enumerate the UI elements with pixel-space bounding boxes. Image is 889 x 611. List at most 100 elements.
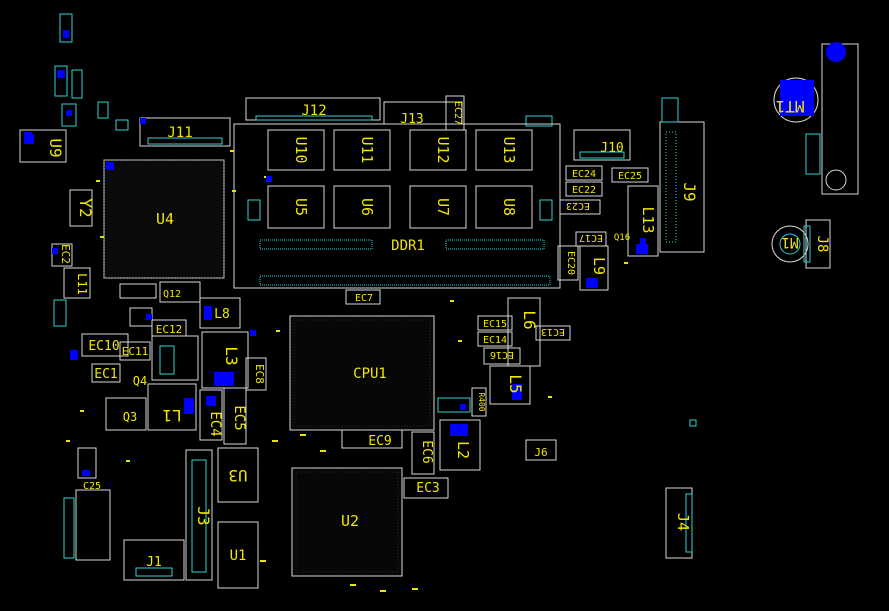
label-ec11: EC11 [122,345,149,358]
label-ec10: EC10 [88,339,119,354]
label-ec3: EC3 [416,481,439,496]
connector-j8: J8 [803,219,831,269]
label-u1: U1 [230,548,247,564]
label-j6: J6 [534,446,547,459]
label-u13: U13 [500,136,518,163]
label-q12: Q12 [163,289,181,300]
label-ec24: EC24 [572,169,596,180]
component-l1: L1 [147,383,197,431]
label-u2: U2 [341,512,359,530]
label-l13: L13 [639,206,657,233]
connector-j10: J10 [573,129,631,161]
label-u9: U9 [46,138,65,157]
label-ec15: EC15 [483,319,507,330]
label-q16: Q16 [614,233,630,243]
mounting-hole-mt1: MT1 [773,42,859,195]
label-ec5: EC5 [231,405,247,430]
component-m1: M1 [771,225,809,263]
label-u8: U8 [500,198,518,216]
label-ec8: EC8 [253,364,266,384]
label-ec4: EC4 [207,411,223,436]
label-j12: J12 [301,103,326,119]
connector-j12: J12 [245,97,381,121]
label-ec6: EC6 [419,440,434,463]
label-ec13: EC13 [541,326,565,337]
connector-j9: J9 [659,97,705,253]
connector-j11: J11 [139,117,231,147]
label-ec14: EC14 [483,335,507,346]
label-l5: L5 [506,374,525,393]
label-cpu1: CPU1 [353,366,387,382]
top-left-small-parts [54,13,129,131]
label-ec22: EC22 [572,185,596,196]
label-ec2: EC2 [59,244,72,264]
right-mid-cap-group: EC15 EC14 L6 EC13 EC16 L5 [477,297,571,405]
component-cpu1: CPU1 EC7 [289,289,435,431]
ec6-ec3-region: EC6 EC3 [403,431,449,499]
label-j1: J1 [146,555,162,570]
label-l3: L3 [222,346,241,365]
connector-j6: J6 [525,439,557,461]
label-l8: L8 [214,307,230,322]
label-ec12: EC12 [156,323,183,336]
label-mt1: MT1 [776,97,805,116]
ec10-ec11-region: EC10 EC11 EC1 [70,333,151,383]
label-l9: L9 [590,257,608,275]
label-ec23: EC23 [566,200,590,211]
label-ec1: EC1 [94,367,117,382]
label-l11: L11 [75,273,89,295]
label-u12: U12 [434,136,452,163]
label-ec9: EC9 [368,434,391,449]
label-q3: Q3 [123,410,137,424]
label-j9: J9 [680,182,699,201]
label-j11: J11 [167,125,192,141]
label-u5: U5 [292,198,310,216]
ddr-memory-module: DDR1 U10 U11 U12 U13 U5 U6 U7 U8 [233,123,561,289]
label-ec20: EC20 [565,251,576,275]
q12-region: Q12 EC12 [119,281,201,337]
c25-lower-left-inductor: C25 [63,447,111,561]
label-j8: J8 [814,236,830,253]
label-l1: L1 [162,406,181,425]
component-l8: L8 [199,297,241,329]
label-j3: J3 [194,506,213,525]
label-u7: U7 [434,198,452,216]
label-l6: L6 [520,310,539,329]
label-j10: J10 [600,141,623,156]
label-u4: U4 [156,210,174,228]
connector-j3: J3 [185,449,213,581]
component-u4: U4 [103,159,225,279]
component-y2: Y2 [69,189,95,227]
component-u3: U3 [217,447,259,503]
label-ec27: EC27 [452,101,463,125]
label-ec7: EC7 [355,293,373,304]
component-l3: L3 [201,331,249,389]
label-y2: Y2 [76,198,95,217]
ec-stack-right: EC24 EC22 EC25 EC23 EC17 EC20 [557,165,649,281]
label-u6: U6 [358,198,376,216]
ec4-ec5-region: EC4 EC5 [199,387,247,445]
label-ec17: EC17 [579,232,603,243]
left-cap-group: EC2 L11 [51,243,91,327]
component-u9: U9 [19,129,67,163]
q3-q4-region: Q4 Q3 [105,335,199,431]
label-j13: J13 [400,112,423,127]
label-ddr1: DDR1 [391,238,425,254]
component-u1: U1 [217,521,259,589]
label-c25: C25 [83,481,101,492]
label-ec25: EC25 [618,171,642,182]
component-u2: U2 [291,467,403,577]
component-l13: L13 Q16 [614,185,659,257]
connector-j1: J1 [123,539,185,581]
label-r400: R400 [477,392,486,411]
label-l2: L2 [454,441,472,459]
label-m1: M1 [782,234,799,250]
component-l2: L2 [437,397,481,471]
passive-scatter [24,132,646,592]
label-u3: U3 [228,466,247,485]
connector-j4: J4 [665,487,693,559]
component-r400: R400 [471,387,487,417]
component-ec8: EC8 [245,357,267,391]
